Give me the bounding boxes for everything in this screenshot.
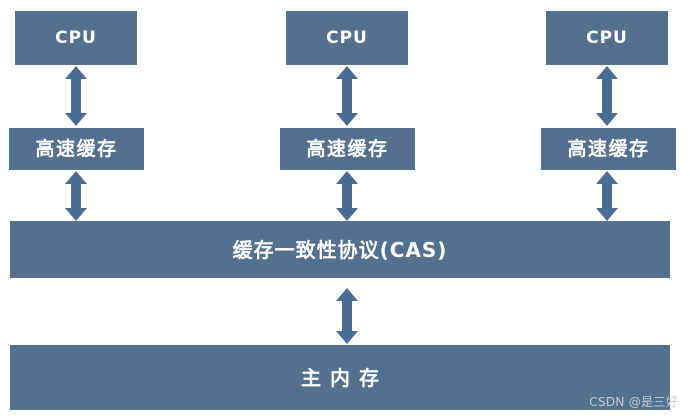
watermark: CSDN @是三好 — [589, 395, 678, 409]
cache-box-3: 高速缓存 — [541, 128, 676, 170]
double-arrow-cpu-to-cache-1 — [64, 66, 88, 126]
cpu-box-2: CPU — [286, 11, 408, 65]
cpu-box-2-label: CPU — [326, 27, 368, 48]
cache-box-3-label: 高速缓存 — [567, 137, 650, 160]
main-memory-label: 主内存 — [301, 365, 388, 390]
double-arrow-cache-to-protocol-2 — [335, 171, 359, 221]
double-arrow-cpu-to-cache-3 — [595, 66, 619, 126]
cpu-box-3-label: CPU — [586, 27, 628, 48]
double-arrow-cpu-to-cache-2 — [335, 66, 359, 126]
double-arrow-cache-to-protocol-1 — [64, 171, 88, 221]
cache-box-2: 高速缓存 — [280, 128, 415, 170]
main-memory-bar: 主内存 — [10, 345, 670, 410]
cache-box-1: 高速缓存 — [9, 128, 144, 170]
cpu-box-3: CPU — [546, 11, 668, 65]
cpu-box-1: CPU — [15, 11, 137, 65]
double-arrow-protocol-to-memory — [335, 288, 359, 344]
cache-coherence-protocol-bar: 缓存一致性协议(CAS) — [10, 221, 670, 278]
cache-coherence-protocol-label: 缓存一致性协议(CAS) — [232, 237, 448, 262]
double-arrow-cache-to-protocol-3 — [595, 171, 619, 221]
cache-box-1-label: 高速缓存 — [35, 137, 118, 160]
cache-box-2-label: 高速缓存 — [306, 137, 389, 160]
cpu-box-1-label: CPU — [55, 27, 97, 48]
